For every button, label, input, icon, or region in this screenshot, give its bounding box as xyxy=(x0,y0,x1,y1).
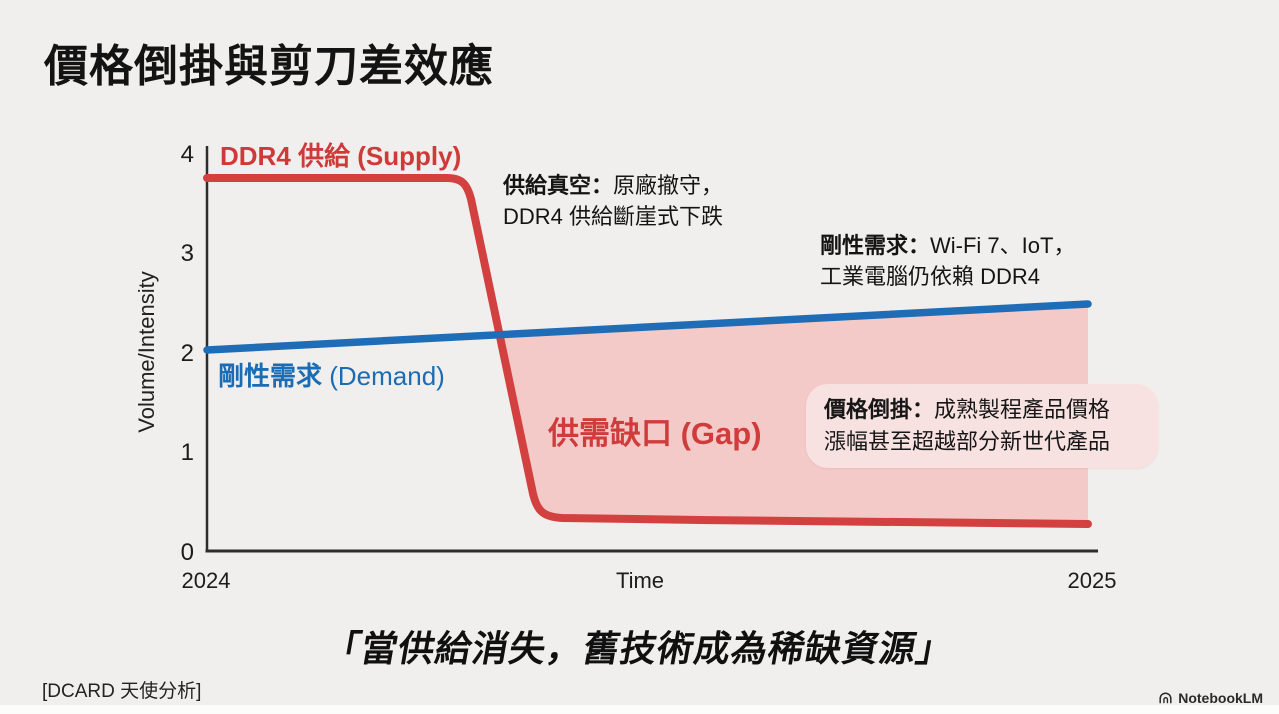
notebooklm-label: NotebookLM xyxy=(1178,690,1263,706)
source-note: [DCARD 天使分析] xyxy=(42,681,202,702)
x-tick-2025: 2025 xyxy=(1067,568,1117,593)
y-tick-3: 3 xyxy=(180,240,194,267)
price-inversion-line1: 價格倒掛：成熟製程產品價格 xyxy=(824,394,1110,426)
annotation-demand-line2: 工業電腦仍依賴 DDR4 xyxy=(820,264,1041,289)
bottom-strip xyxy=(0,705,1279,714)
x-axis-title: Time xyxy=(615,568,665,593)
gap-label: 供需缺口 (Gap) xyxy=(548,416,762,451)
price-inversion-box xyxy=(806,384,1158,468)
demand-line xyxy=(203,300,1092,354)
annotation-supply-vacuum: 供給真空：原廠撤守， DDR4 供給斷崖式下跌 xyxy=(503,170,723,232)
x-tick-2024: 2024 xyxy=(181,568,231,593)
price-inversion-line2: 漲幅甚至超越部分新世代產品 xyxy=(824,429,1111,454)
annotation-supply-rest: 原廠撤守， xyxy=(613,173,724,198)
annotation-supply-line2: DDR4 供給斷崖式下跌 xyxy=(503,204,724,229)
demand-series-label-bold: 剛性需求 xyxy=(218,361,323,391)
page-title: 價格倒掛與剪刀差效應 xyxy=(44,42,494,91)
supply-series-label: DDR4 供給 (Supply) xyxy=(220,141,462,171)
price-inversion-lead: 價格倒掛： xyxy=(824,397,935,422)
y-tick-4: 4 xyxy=(180,141,194,168)
annotation-rigid-demand: 剛性需求：Wi-Fi 7、IoT， 工業電腦仍依賴 DDR4 xyxy=(820,230,1075,292)
annotation-supply-lead: 供給真空： xyxy=(503,173,614,198)
notebooklm-brand: NotebookLM xyxy=(1158,690,1263,706)
gap-fill-area xyxy=(500,304,1088,524)
y-axis-title: Volume/Intensity xyxy=(134,271,159,433)
y-tick-0: 0 xyxy=(180,539,194,566)
annotation-supply-line1: 供給真空：原廠撤守， xyxy=(503,170,723,201)
annotation-demand-lead: 剛性需求： xyxy=(820,233,931,258)
notebooklm-icon xyxy=(1158,691,1173,706)
demand-series-label-rest: (Demand) xyxy=(322,361,445,391)
annotation-demand-rest: Wi-Fi 7、IoT， xyxy=(930,233,1076,258)
price-inversion-rest: 成熟製程產品價格 xyxy=(934,397,1111,422)
price-inversion-text: 價格倒掛：成熟製程產品價格 漲幅甚至超越部分新世代產品 xyxy=(824,394,1110,458)
bottom-quote: 「當供給消失，舊技術成為稀缺資源」 xyxy=(320,628,958,669)
y-tick-2: 2 xyxy=(180,340,194,367)
supply-line xyxy=(203,174,1092,528)
demand-series-label: 剛性需求 (Demand) xyxy=(218,361,445,391)
annotation-demand-line1: 剛性需求：Wi-Fi 7、IoT， xyxy=(820,230,1075,261)
y-tick-1: 1 xyxy=(180,439,194,466)
